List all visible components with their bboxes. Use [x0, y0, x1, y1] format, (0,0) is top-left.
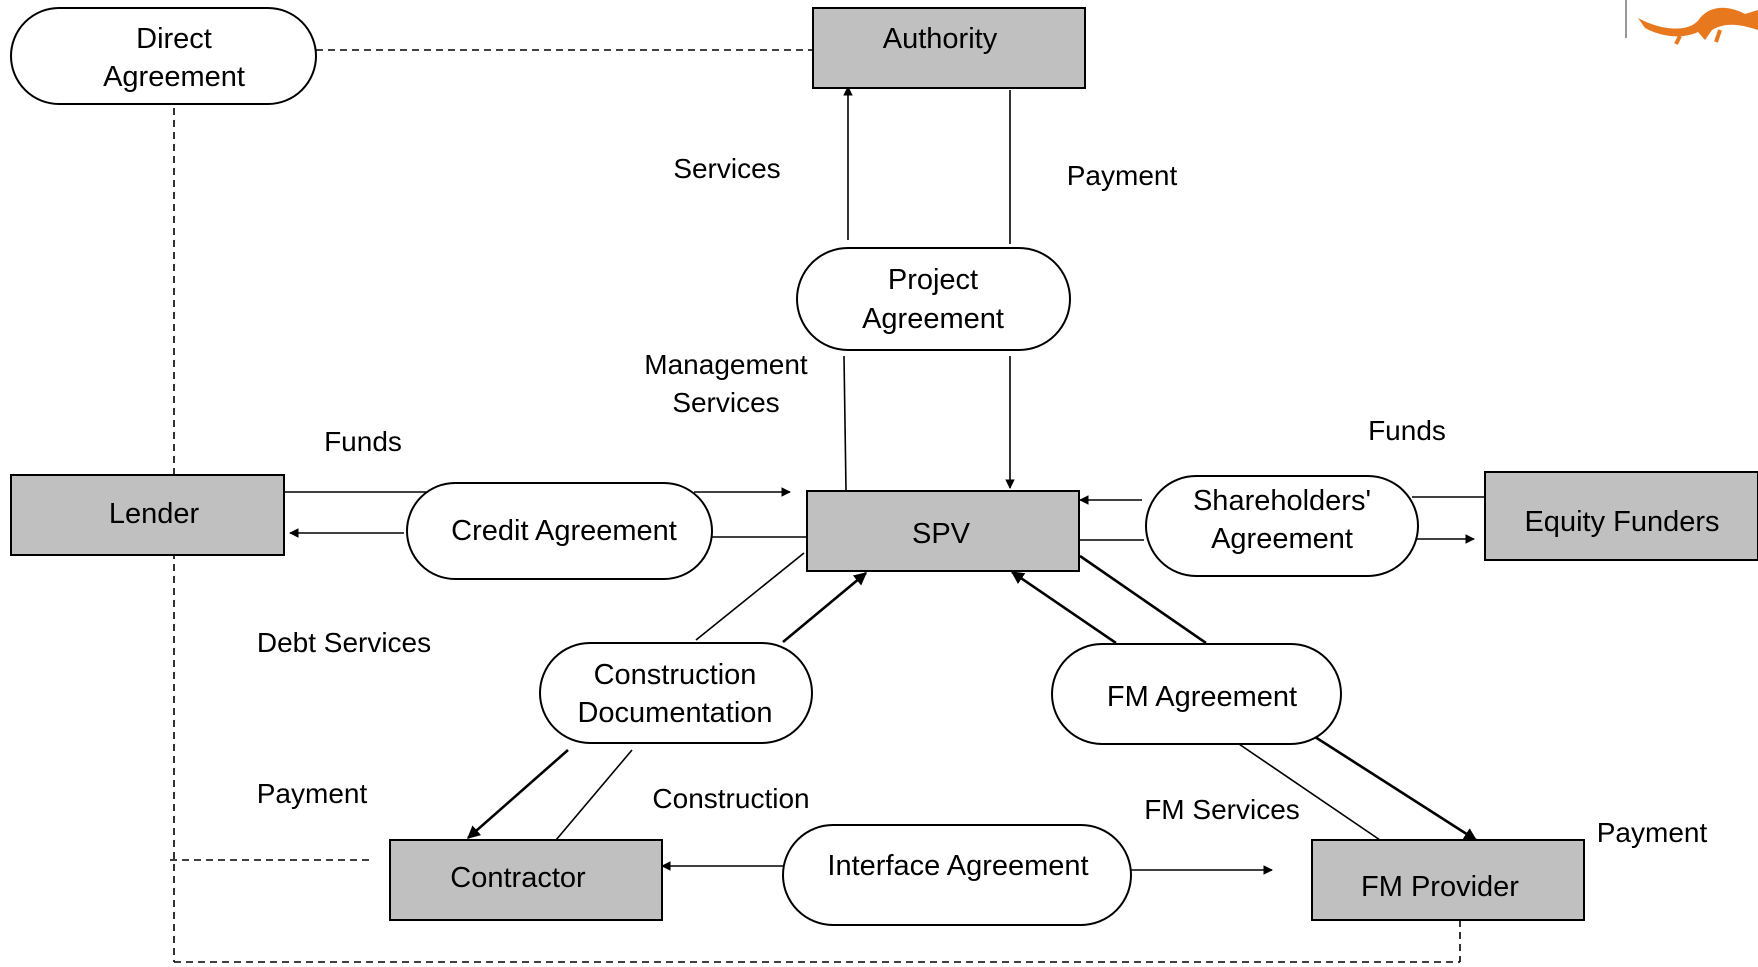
management-services-line-2: Services	[672, 387, 779, 418]
interface-agreement-oval: Interface Agreement	[782, 824, 1132, 926]
spv-box: SPV	[806, 490, 1080, 572]
construction-doc-to-spv-arrow	[782, 572, 867, 643]
construction-documentation-oval: Construction Documentation	[539, 642, 813, 744]
construction-documentation-line-2: Documentation	[577, 697, 772, 729]
credit-agreement-label: Credit Agreement	[451, 515, 677, 547]
payment-authority-label: Payment	[1067, 160, 1178, 191]
lender-box: Lender	[10, 474, 285, 556]
direct-agreement-oval: Direct Agreement	[10, 7, 317, 105]
construction-doc-spv-line	[695, 552, 805, 641]
management-services-line	[843, 355, 847, 491]
shareholders-agreement-line-2: Agreement	[1211, 523, 1353, 555]
shareholders-agreement-line-1: Shareholders'	[1193, 485, 1371, 517]
fm-provider-label: FM Provider	[1361, 871, 1519, 903]
direct-agreement-line-1: Direct	[136, 23, 212, 55]
logo-icon	[1625, 0, 1758, 45]
construction-line	[555, 749, 633, 841]
spv-fm-agreement-line	[1079, 554, 1207, 645]
construction-label: Construction	[652, 783, 809, 814]
funds-equity-label: Funds	[1368, 415, 1446, 446]
project-agreement-line-1: Project	[888, 264, 978, 296]
services-label: Services	[673, 153, 780, 184]
fm-agreement-label: FM Agreement	[1107, 681, 1297, 713]
interface-agreement-label: Interface Agreement	[827, 850, 1088, 882]
direct-agreement-line-2: Agreement	[103, 61, 245, 93]
funds-lender-label: Funds	[324, 426, 402, 457]
project-agreement-oval: Project Agreement	[796, 247, 1071, 351]
construction-documentation-line-1: Construction	[594, 659, 757, 691]
payment-fm-label: Payment	[1597, 817, 1708, 848]
payment-fm-arrow	[1311, 733, 1478, 842]
lender-label: Lender	[109, 498, 200, 530]
fm-services-label: FM Services	[1144, 794, 1300, 825]
payment-contractor-label: Payment	[257, 778, 368, 809]
fm-agreement-to-spv-arrow	[1010, 570, 1117, 645]
shareholders-agreement-oval: Shareholders' Agreement	[1145, 475, 1419, 577]
fm-provider-box: FM Provider	[1311, 839, 1585, 921]
fm-services-line	[1235, 741, 1381, 841]
equity-funders-box: Equity Funders	[1484, 471, 1758, 561]
debt-services-label: Debt Services	[257, 627, 431, 658]
payment-contractor-arrow	[467, 749, 569, 839]
contractor-box: Contractor	[389, 839, 663, 921]
authority-box: Authority	[812, 7, 1086, 89]
authority-label: Authority	[883, 23, 998, 55]
equity-funders-label: Equity Funders	[1524, 506, 1719, 538]
contractor-label: Contractor	[450, 862, 586, 894]
fm-agreement-oval: FM Agreement	[1051, 643, 1342, 745]
credit-agreement-oval: Credit Agreement	[406, 482, 713, 580]
project-agreement-line-2: Agreement	[862, 303, 1004, 335]
spv-label: SPV	[912, 518, 971, 550]
management-services-line-1: Management	[644, 349, 808, 380]
